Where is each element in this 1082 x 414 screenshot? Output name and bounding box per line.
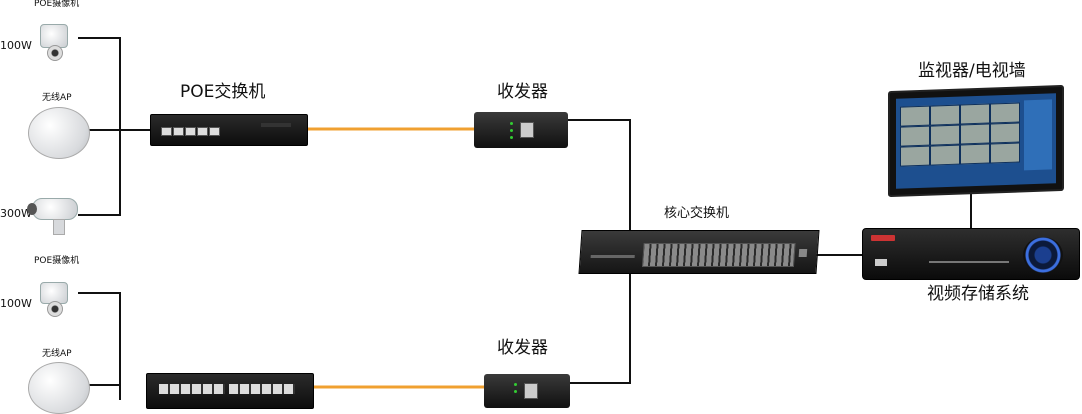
device-label-camera-1: POE摄像机 [34, 0, 80, 9]
wireless-ap-icon [28, 362, 90, 414]
device-label-ap-2: 无线AP [42, 349, 72, 359]
cable-group2-bus [78, 292, 121, 400]
device-label-ap-1: 无线AP [42, 93, 72, 103]
cable-trans2-core [570, 272, 631, 384]
fiber-transceiver-device-1 [474, 112, 568, 148]
wireless-ap-icon [28, 107, 90, 159]
power-label-camera-2: 300W [0, 207, 32, 220]
nvr-label: 视频存储系统 [927, 284, 1029, 304]
transceiver-label-1: 收发器 [497, 82, 548, 102]
nvr-device [862, 228, 1080, 280]
poe-switch-label: POE交换机 [180, 82, 266, 102]
cable-trans1-core [568, 119, 631, 232]
core-switch-label: 核心交换机 [664, 206, 730, 221]
connection-lines [78, 37, 972, 400]
poe-switch-device [150, 114, 308, 146]
bullet-camera-icon [27, 198, 78, 235]
cable-group1-bus [78, 37, 121, 216]
power-label-camera-3: 100W [0, 297, 32, 310]
dome-camera-icon [40, 24, 68, 61]
dome-camera-icon [40, 282, 68, 317]
monitor-device [888, 84, 1064, 198]
device-label-camera-3: POE摄像机 [34, 256, 80, 266]
transceiver-label-2: 收发器 [497, 338, 548, 358]
fiber-transceiver-device-2 [484, 374, 570, 408]
power-label-camera-1: 100W [0, 39, 32, 52]
poe-switch-device-2 [146, 373, 314, 409]
monitor-label: 监视器/电视墙 [918, 61, 1026, 81]
core-switch-device [578, 230, 820, 274]
